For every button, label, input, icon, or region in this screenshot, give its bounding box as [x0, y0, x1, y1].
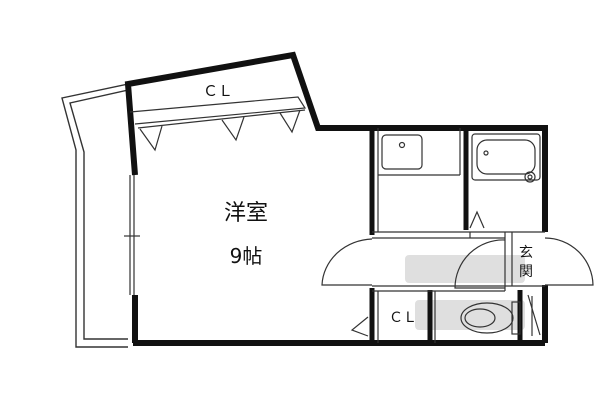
outer-walls: [124, 51, 548, 346]
kitchen-sink: [381, 134, 423, 170]
left-window: [124, 175, 140, 295]
entrance-step: [527, 294, 541, 336]
western-room-size: 9帖: [230, 244, 263, 268]
entrance-label-1: 玄: [519, 244, 533, 261]
bottom-closet-label: ＣＬ: [389, 310, 417, 326]
closet-door-triangle: [350, 316, 369, 337]
toilet: [460, 301, 521, 335]
western-room-label: 洋室: [224, 201, 268, 226]
balcony: [61, 83, 129, 348]
thin-lines: [372, 128, 545, 343]
top-closet: [129, 96, 307, 152]
door-swings: [321, 237, 594, 289]
door-marker-triangle: [469, 210, 485, 229]
watermark-logo: [405, 255, 525, 330]
top-closet-label: ＣＬ: [203, 82, 233, 100]
bathtub: [471, 133, 541, 183]
entrance-label-2: 関: [519, 264, 533, 280]
